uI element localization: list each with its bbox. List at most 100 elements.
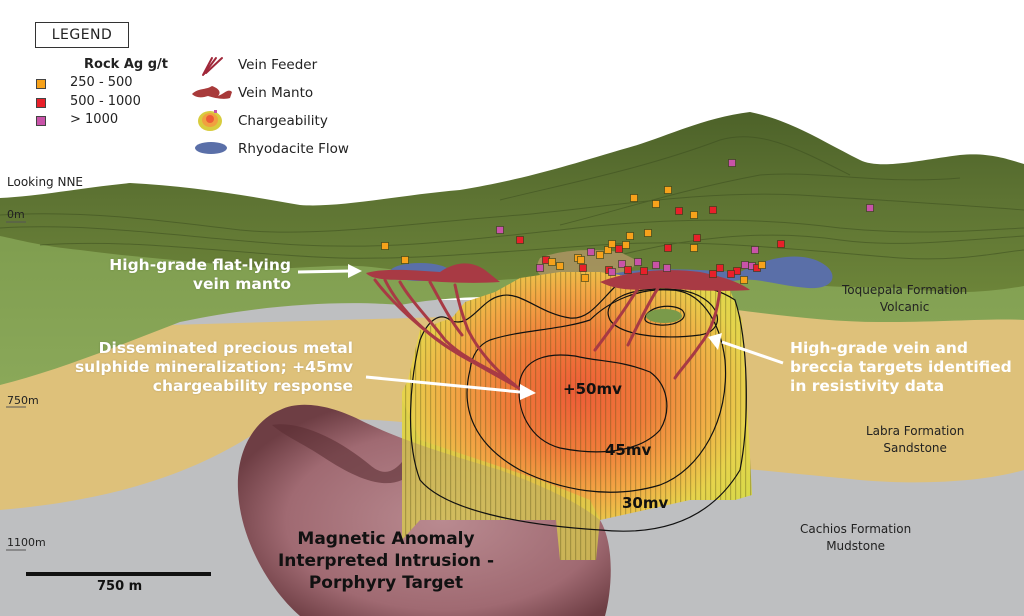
contour-50mv (518, 354, 668, 453)
legend-label-vein-feeder: Vein Feeder (238, 57, 318, 73)
rock-sample-marker (663, 264, 671, 272)
rock-sample-marker (556, 262, 564, 270)
rock-sample-marker (664, 244, 672, 252)
rock-sample-marker (577, 256, 585, 264)
rock-sample-marker (758, 261, 766, 269)
view-direction: Looking NNE (7, 175, 84, 189)
rock-sample-marker (727, 270, 735, 278)
annotation-disseminated-line1: Disseminated precious metal (98, 339, 353, 357)
rock-sample-marker (709, 270, 717, 278)
formation-toquepala-line1: Toquepala Formation (842, 283, 968, 297)
rock-sample-marker (604, 246, 612, 254)
rock-sample-marker (777, 240, 785, 248)
arrow-manto (297, 269, 351, 274)
formation-labra-line2: Sandstone (883, 441, 947, 455)
legend-heading: LEGEND (35, 22, 129, 48)
chargeability-overlap-stripes (402, 400, 600, 560)
arrow-breccia (721, 340, 784, 365)
legend-label-500-1000: 500 - 1000 (70, 94, 141, 109)
rock-sample-marker (652, 200, 660, 208)
rock-sample-marker (548, 258, 556, 266)
formation-toquepala-line2: Volcanic (879, 300, 930, 314)
rock-sample-marker (381, 242, 389, 250)
contour-label-45mv: 45mv (605, 441, 652, 459)
intrusion-fold-shadow (272, 424, 402, 484)
annotation-breccia-line2: breccia targets identified (790, 358, 1012, 376)
rock-sample-marker (675, 207, 683, 215)
rock-sample-marker (690, 211, 698, 219)
rock-sample-marker (693, 234, 701, 242)
annotation-magnetic-line1: Magnetic Anomaly (297, 529, 475, 549)
rock-sample-marker (618, 260, 626, 268)
formation-label-labra: Labra Formation Sandstone (866, 423, 964, 457)
annotation-breccia-line3: in resistivity data (790, 377, 945, 395)
rock-sample-marker (596, 251, 604, 259)
chargeability-icon (198, 110, 222, 131)
annotation-manto: High-grade flat-lying vein manto (109, 256, 291, 294)
rock-sample-marker (640, 267, 648, 275)
annotation-magnetic-anomaly: Magnetic Anomaly Interpreted Intrusion -… (268, 528, 504, 594)
legend-swatch-250-500 (36, 79, 46, 89)
rock-sample-marker (401, 256, 409, 264)
legend-swatch-500-1000 (36, 98, 46, 108)
rock-sample-marker (716, 264, 724, 272)
rock-sample-marker (652, 261, 660, 269)
depth-label-0m: 0m (7, 208, 25, 221)
formation-cachios-line2: Mudstone (826, 539, 886, 553)
arrowhead-breccia (708, 333, 722, 350)
annotation-manto-line2: vein manto (192, 275, 291, 293)
rock-sample-marker (608, 240, 616, 248)
vein-system (373, 278, 722, 394)
legend-label-chargeability: Chargeability (238, 113, 328, 129)
annotation-magnetic-line3: Porphyry Target (308, 573, 464, 593)
vein-feeder-icon (202, 57, 223, 76)
annotation-disseminated-line3: chargeability response (152, 377, 353, 395)
annotation-disseminated-line2: sulphide mineralization; +45mv (74, 358, 353, 376)
contour-inner-ring (644, 305, 685, 326)
legend-label-250-500: 250 - 500 (70, 75, 133, 90)
rock-sample-marker (630, 194, 638, 202)
rock-sample-marker (516, 236, 524, 244)
arrow-disseminated (365, 375, 521, 394)
annotation-breccia-line1: High-grade vein and (790, 339, 969, 357)
legend-rock-title: Rock Ag g/t (84, 57, 168, 72)
annotation-arrows (297, 264, 784, 400)
formation-label-cachios: Cachios Formation Mudstone (800, 521, 911, 555)
contour-label-50mv: +50mv (563, 380, 622, 398)
formation-cachios-line1: Cachios Formation (800, 522, 912, 536)
scale-bar (26, 572, 211, 576)
rock-sample-marker (644, 229, 652, 237)
rock-sample-marker (709, 206, 717, 214)
rock-sample-marker (664, 186, 672, 194)
arrowhead-disseminated (520, 384, 536, 400)
rock-sample-marker (866, 204, 874, 212)
depth-label-750m: 750m (7, 394, 39, 407)
contour-30mv (409, 281, 747, 532)
rock-sample-marker (615, 245, 623, 253)
rock-sample-marker (690, 244, 698, 252)
rhyodacite-flow-icon (195, 142, 227, 154)
rock-sample-marker (751, 246, 759, 254)
rock-sample-marker (608, 268, 616, 276)
legend-swatch-gt-1000 (36, 116, 46, 126)
rock-sample-marker (740, 276, 748, 284)
rock-sample-marker (587, 248, 595, 256)
formation-labra-line1: Labra Formation (866, 424, 965, 438)
rock-sample-marker (728, 159, 736, 167)
rock-sample-marker (622, 241, 630, 249)
rock-sample-marker (579, 264, 587, 272)
depth-label-1100m: 1100m (7, 536, 46, 549)
rock-samples (381, 159, 874, 284)
terrain-ridge-lines (0, 136, 1024, 260)
contour-45mv (466, 289, 727, 493)
legend-label-gt-1000: > 1000 (70, 112, 119, 127)
green-inclusion (646, 309, 682, 323)
arrowhead-manto (348, 264, 362, 278)
rock-sample-marker (581, 274, 589, 282)
contour-label-30mv: 30mv (622, 494, 669, 512)
annotation-breccia: High-grade vein and breccia targets iden… (790, 339, 1012, 396)
annotation-magnetic-line2: Interpreted Intrusion - (277, 551, 495, 571)
rock-sample-marker (496, 226, 504, 234)
rock-sample-marker (741, 261, 749, 269)
rock-sample-marker (626, 232, 634, 240)
